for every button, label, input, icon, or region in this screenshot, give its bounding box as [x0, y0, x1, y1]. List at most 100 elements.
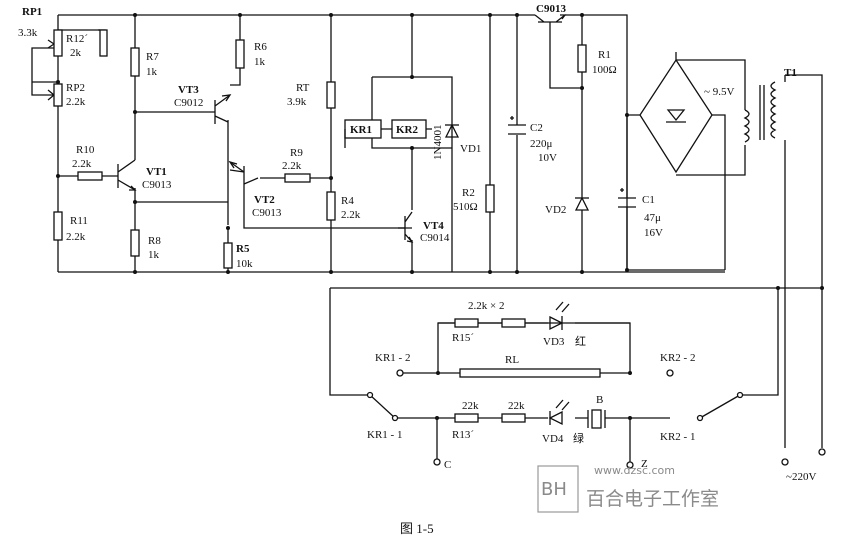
label-vd2: VD2 — [545, 204, 566, 216]
buzzer-b — [587, 409, 606, 429]
label-z: Z — [641, 458, 648, 470]
label-r1-val: 100Ω — [592, 64, 617, 76]
label-c9013-top: C9013 — [536, 3, 566, 15]
label-r9: R9 — [290, 147, 303, 159]
label-vt3-type: C9012 — [174, 97, 203, 109]
resistor-r11 — [53, 211, 63, 241]
label-r11: R11 — [70, 215, 88, 227]
label-vt3: VT3 — [178, 84, 199, 96]
transistor-c9013-top — [534, 14, 567, 23]
label-c: C — [444, 459, 451, 471]
resistor-rp1 — [53, 29, 63, 57]
transistor-vt1 — [117, 159, 137, 191]
label-r7: R7 — [146, 51, 159, 63]
label-r11-val: 2.2k — [66, 231, 86, 243]
figure-caption: 图 1-5 — [400, 521, 434, 536]
label-r13-top2: 22k — [508, 400, 525, 412]
label-r5: R5 — [236, 243, 250, 255]
label-kr2: KR2 — [396, 124, 419, 136]
transistor-vt4 — [404, 211, 414, 243]
label-r12-val: 2k — [70, 47, 82, 59]
transformer-t1 — [743, 81, 777, 143]
label-r2: R2 — [462, 187, 475, 199]
rp2-wiper-arrow — [47, 89, 55, 101]
resistor-r12 — [99, 29, 108, 57]
label-kr1-1: KR1 - 1 — [367, 429, 402, 441]
label-c1-v: 16V — [644, 227, 663, 239]
label-r13-top1: 22k — [462, 400, 479, 412]
watermark: BH www.dzsc.com 百合电子工作室 — [537, 464, 719, 513]
resistor-r13b — [501, 413, 526, 423]
label-ac-high: ~220V — [786, 471, 816, 483]
capacitor-c1 — [618, 115, 636, 270]
watermark-url: www.dzsc.com — [594, 464, 675, 477]
resistor-r10 — [77, 171, 103, 181]
label-r9-val: 2.2k — [282, 160, 302, 172]
label-r15: R15ˊ — [452, 332, 474, 344]
transistor-vt3 — [214, 94, 232, 124]
label-vt2: VT2 — [254, 194, 275, 206]
label-r10-val: 2.2k — [72, 158, 92, 170]
label-c1: C1 — [642, 194, 655, 206]
labels: RP1 3.3k R12ˊ 2k RP2 2.2k R7 1k R6 1k VT… — [18, 3, 816, 483]
label-kr2-1: KR2 - 1 — [660, 431, 695, 443]
label-kr1-2: KR1 - 2 — [375, 352, 410, 364]
resistors — [53, 29, 601, 423]
resistor-r8 — [130, 229, 140, 257]
label-vt4: VT4 — [423, 220, 444, 232]
resistor-r1 — [577, 44, 587, 73]
capacitor-c2 — [508, 116, 526, 135]
resistor-r2 — [485, 184, 495, 213]
resistor-r6 — [235, 39, 245, 69]
label-kr2-2: KR2 - 2 — [660, 352, 695, 364]
label-r7-val: 1k — [146, 66, 158, 78]
label-r13: R13ˊ — [452, 429, 474, 441]
diode-vd2 — [574, 105, 590, 218]
resistor-r7 — [130, 47, 140, 77]
label-r6-val: 1k — [254, 56, 266, 68]
label-rp1: RP1 — [22, 6, 42, 18]
rp1-wiper-arrow — [47, 39, 55, 49]
label-r1: R1 — [598, 49, 611, 61]
label-r6: R6 — [254, 41, 267, 53]
label-rp2-val: 2.2k — [66, 96, 86, 108]
label-r4-val: 2.2k — [341, 209, 361, 221]
led-vd3 — [549, 301, 570, 331]
label-vt1: VT1 — [146, 166, 167, 178]
label-ac-low: ~ 9.5V — [704, 86, 734, 98]
resistor-r9 — [284, 173, 311, 183]
label-vd1: VD1 — [460, 143, 481, 155]
label-vd4: VD4 — [542, 433, 564, 445]
label-1n4001: 1N4001 — [432, 125, 444, 160]
label-r8-val: 1k — [148, 249, 160, 261]
resistor-r5 — [223, 242, 233, 269]
label-rl: RL — [505, 354, 519, 366]
label-r12: R12ˊ — [66, 33, 88, 45]
label-r15-top: 2.2k × 2 — [468, 300, 504, 312]
label-r4: R4 — [341, 195, 354, 207]
resistor-rt — [326, 81, 336, 109]
resistor-r15b — [501, 318, 526, 328]
label-r5-val: 10k — [236, 258, 253, 270]
junction-dots — [56, 13, 824, 420]
label-rt: RT — [296, 82, 310, 94]
label-r10: R10 — [76, 144, 95, 156]
terminals — [366, 369, 826, 469]
resistor-r13a — [454, 413, 479, 423]
label-vt4-type: C9014 — [420, 232, 450, 244]
watermark-logo: BH — [541, 479, 567, 500]
label-c2: C2 — [530, 122, 543, 134]
label-r2-val: 510Ω — [453, 201, 478, 213]
resistor-r4 — [326, 191, 336, 221]
diode-vd1 — [444, 123, 460, 138]
label-vd3-color: 红 — [575, 335, 586, 348]
label-vt1-type: C9013 — [142, 179, 172, 191]
label-rp1-val: 3.3k — [18, 27, 38, 39]
label-c2-val: 220μ — [530, 138, 553, 150]
label-vt2-type: C9013 — [252, 207, 282, 219]
label-vd4-color: 绿 — [573, 431, 584, 445]
watermark-text: 百合电子工作室 — [586, 488, 719, 510]
label-b: B — [596, 394, 603, 406]
